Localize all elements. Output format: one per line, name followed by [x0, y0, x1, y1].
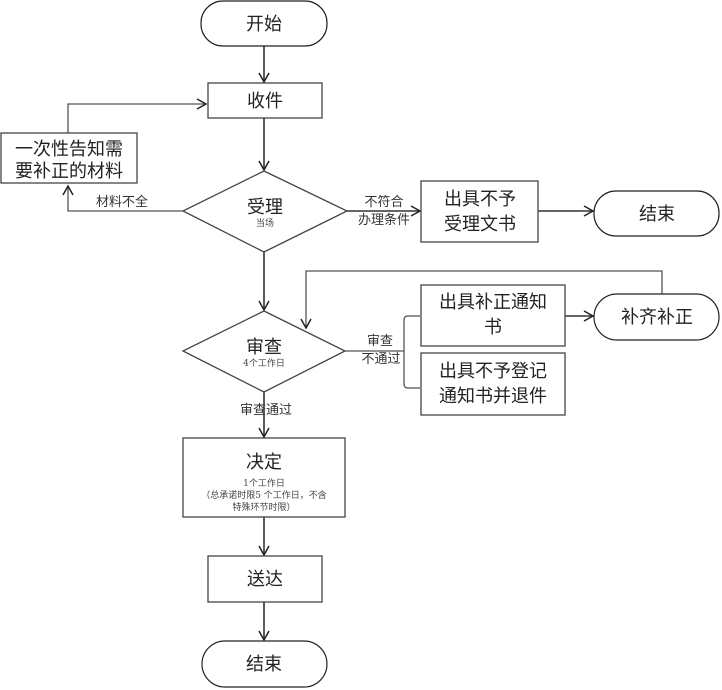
node-review-label: 审查 [246, 337, 282, 358]
edge-label-review-fail-2: 不通过 [361, 352, 400, 367]
node-reject-line2: 受理文书 [444, 214, 516, 235]
node-review[interactable]: 审查 4个工作日 [181, 310, 347, 393]
node-decide-label: 决定 [246, 452, 282, 473]
edge-label-review-pass: 审查通过 [240, 403, 292, 418]
node-decide-sub2: （总承诺时限5 个工作日，不含 [201, 489, 327, 501]
node-notify-materials[interactable]: 一次性告知需 要补正的材料 [0, 132, 138, 184]
node-decide-sub1: 1个工作日 [243, 477, 285, 489]
node-reject-doc[interactable]: 出具不予 受理文书 [420, 180, 539, 243]
node-complete-correction[interactable]: 补齐补正 [593, 293, 720, 341]
edge-label-review-fail-1: 审查 [367, 334, 393, 349]
edge-label-not-qualified-1: 不符合 [364, 194, 403, 210]
node-refuse-register[interactable]: 出具不予登记 通知书并退件 [420, 352, 566, 416]
node-end-bottom-label: 结束 [246, 654, 282, 675]
node-end-right[interactable]: 结束 [593, 190, 720, 237]
node-notify-line1: 一次性告知需 [15, 139, 123, 160]
node-decide-sub3: 特殊环节时限） [232, 501, 295, 513]
node-decide[interactable]: 决定 1个工作日 （总承诺时限5 个工作日，不含 特殊环节时限） [182, 437, 346, 518]
node-accept[interactable]: 受理 当场 [181, 170, 349, 253]
bracket-connector [403, 315, 420, 389]
node-deliver[interactable]: 送达 [207, 555, 323, 603]
node-reject-line1: 出具不予 [444, 189, 516, 210]
node-correction-line2: 书 [484, 317, 502, 338]
node-accept-label: 受理 [247, 197, 283, 218]
node-deliver-label: 送达 [247, 569, 283, 590]
node-end-bottom[interactable]: 结束 [201, 640, 328, 688]
node-receive[interactable]: 收件 [207, 82, 323, 119]
node-review-sublabel: 4个工作日 [243, 357, 285, 369]
node-correction-notice[interactable]: 出具补正通知 书 [420, 284, 566, 347]
node-accept-sublabel: 当场 [256, 217, 274, 229]
node-refuse-line1: 出具不予登记 [439, 361, 547, 382]
node-start-label: 开始 [246, 14, 282, 35]
edge-label-not-qualified-2: 办理条件 [358, 212, 410, 228]
node-notify-line2: 要补正的材料 [15, 161, 123, 182]
node-correction-line1: 出具补正通知 [439, 292, 547, 313]
edge-accept-to-notify [62, 184, 183, 212]
node-receive-label: 收件 [247, 91, 283, 112]
node-start[interactable]: 开始 [200, 0, 328, 47]
edge-label-incomplete: 材料不全 [96, 194, 148, 210]
node-refuse-line2: 通知书并退件 [439, 386, 547, 407]
node-end-right-label: 结束 [639, 204, 675, 225]
edge-notify-to-receive [67, 98, 208, 133]
node-complete-label: 补齐补正 [621, 307, 693, 328]
edge-correction-to-review [300, 270, 663, 330]
